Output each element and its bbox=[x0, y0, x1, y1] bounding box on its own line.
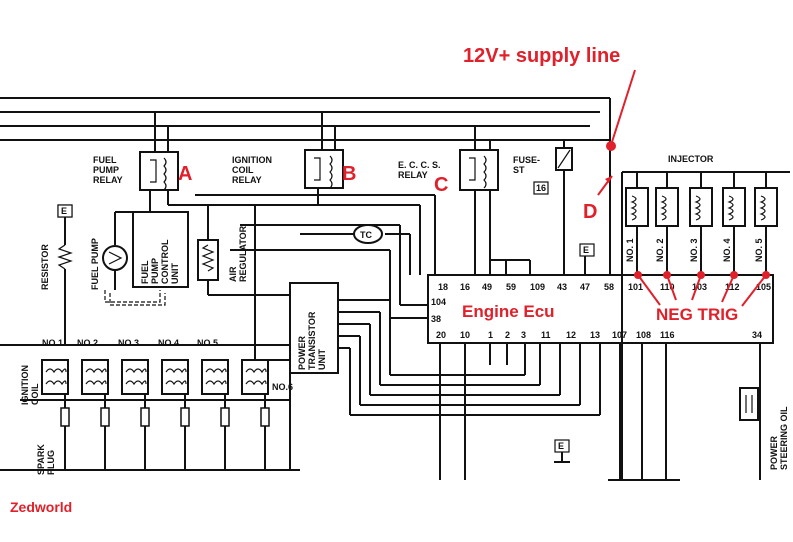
air-regulator-label-2: REGULATOR bbox=[238, 225, 248, 282]
ecu-pin-top-109: 109 bbox=[530, 282, 545, 292]
ignition-coil-relay-label-1: IGNITION bbox=[232, 155, 272, 165]
ecu-label: Engine Ecu bbox=[462, 302, 555, 321]
red-annotations: 12V+ supply line D NEG TRIG bbox=[463, 45, 770, 324]
air-regulator: AIR REGULATOR bbox=[197, 205, 290, 296]
ecu-pin-bottom-1: 1 bbox=[488, 330, 493, 340]
fuel-pump-relay: FUEL PUMP RELAY A bbox=[93, 112, 192, 215]
ecu-pin-top-47: 47 bbox=[580, 282, 590, 292]
coil-label-no4: NO.4 bbox=[158, 338, 179, 348]
ecu-pin-top-101: 101 bbox=[628, 282, 643, 292]
fpcu-label-1: FUEL bbox=[140, 260, 150, 284]
injector-no5: NO. 5 bbox=[754, 238, 764, 262]
ground-marker-2: E bbox=[583, 245, 589, 255]
fpcu-label-4: UNIT bbox=[170, 263, 180, 284]
injector-no4: NO. 4 bbox=[722, 238, 732, 262]
power-steering-label-1: POWER bbox=[769, 435, 779, 470]
coil-label-no2: NO.2 bbox=[77, 338, 98, 348]
fpcu-label-3: CONTROL bbox=[160, 239, 170, 284]
injector-label: INJECTOR bbox=[668, 154, 714, 164]
fuel-pump-relay-label-1: FUEL bbox=[93, 155, 117, 165]
power-transistor-label-3: UNIT bbox=[317, 349, 327, 370]
coil-label-no6: NO.6 bbox=[272, 382, 293, 392]
fuse-number: 16 bbox=[536, 183, 546, 193]
ignition-coil-relay: IGNITION COIL RELAY B bbox=[232, 112, 356, 205]
fuel-pump-relay-label-3: RELAY bbox=[93, 175, 123, 185]
air-regulator-label-1: AIR bbox=[228, 266, 238, 282]
tc-component: TC bbox=[353, 224, 383, 244]
coil-label-no5: NO.5 bbox=[197, 338, 218, 348]
ecu-pin-bottom-11: 11 bbox=[541, 330, 551, 340]
eccs-relay-label-2: RELAY bbox=[398, 170, 428, 180]
ecu-pin-top-110: 110 bbox=[660, 282, 675, 292]
ecu-pin-top-16: 16 bbox=[460, 282, 470, 292]
ecu-pin-bottom-13: 13 bbox=[590, 330, 600, 340]
ecu-pin-bottom-108: 108 bbox=[636, 330, 651, 340]
injector-bank: INJECTOR NO. 1 NO. 2 NO. 3 NO. 4 NO. 5 bbox=[621, 154, 790, 480]
bus-lines bbox=[0, 97, 611, 290]
ecu-pin-bottom-20: 20 bbox=[436, 330, 446, 340]
ecu-pin-top-49: 49 bbox=[482, 282, 492, 292]
ecu-pin-bottom-116: 116 bbox=[660, 330, 675, 340]
ignition-coil-relay-label-3: RELAY bbox=[232, 175, 262, 185]
zedworld-watermark: Zedworld bbox=[10, 499, 72, 515]
engine-ecu: Engine Ecu 18 16 49 59 109 43 47 58 101 … bbox=[427, 274, 774, 344]
supply-line-label: 12V+ supply line bbox=[463, 45, 620, 67]
ecu-pin-top-103: 103 bbox=[692, 282, 707, 292]
fuel-pump-control-unit: FUEL PUMP CONTROL UNIT bbox=[132, 211, 189, 288]
neg-trig-label: NEG TRIG bbox=[656, 305, 738, 324]
ecu-pin-left-104: 104 bbox=[431, 297, 446, 307]
label-b: B bbox=[342, 163, 356, 185]
eccs-relay: E. C. C. S. RELAY C bbox=[398, 126, 499, 275]
spark-plug-label-2: PLUG bbox=[46, 450, 56, 475]
fuse-label-1: FUSE- bbox=[513, 155, 540, 165]
fuel-pump-label: FUEL PUMP bbox=[90, 238, 100, 290]
label-d: D bbox=[583, 201, 597, 223]
ecu-pin-bottom-3: 3 bbox=[521, 330, 526, 340]
ecu-pin-bottom-34: 34 bbox=[752, 330, 762, 340]
ignition-coil-label-1: IGNITION bbox=[20, 365, 30, 405]
ecu-pin-left-38: 38 bbox=[431, 314, 441, 324]
eccs-relay-label-1: E. C. C. S. bbox=[398, 160, 441, 170]
ecu-pin-bottom-10: 10 bbox=[460, 330, 470, 340]
power-transistor-label-1: POWER bbox=[297, 335, 307, 370]
power-transistor-unit: POWER TRANSISTOR UNIT bbox=[289, 282, 390, 374]
injector-no1: NO. 1 bbox=[625, 238, 635, 262]
ecu-pin-top-18: 18 bbox=[438, 282, 448, 292]
spark-plugs: SPARK PLUG bbox=[0, 394, 300, 475]
injector-no3: NO. 3 bbox=[689, 238, 699, 262]
ecu-pin-bottom-12: 12 bbox=[566, 330, 576, 340]
ecu-top-wires bbox=[490, 255, 586, 275]
resistor: RESISTOR bbox=[40, 204, 73, 345]
resistor-label: RESISTOR bbox=[40, 244, 50, 290]
ecu-pin-bottom-2: 2 bbox=[505, 330, 510, 340]
label-c: C bbox=[434, 174, 448, 196]
coil-label-no1: NO.1 bbox=[42, 338, 63, 348]
fusible-link: FUSE- ST 16 bbox=[513, 140, 573, 275]
coil-label-no3: NO.3 bbox=[118, 338, 139, 348]
ecu-pin-top-58: 58 bbox=[604, 282, 614, 292]
power-transistor-label-2: TRANSISTOR bbox=[307, 311, 317, 370]
ground-marker-1: E bbox=[61, 206, 67, 216]
ecu-pin-top-59: 59 bbox=[506, 282, 516, 292]
ecu-pin-top-105: 105 bbox=[756, 282, 771, 292]
tc-label: TC bbox=[360, 230, 372, 240]
ecu-pin-top-112: 112 bbox=[725, 282, 740, 292]
power-steering-switch: POWER STEERING OIL bbox=[739, 387, 789, 470]
spark-plug-label-1: SPARK bbox=[36, 444, 46, 475]
ground-marker-3: E bbox=[558, 441, 564, 451]
label-a: A bbox=[178, 163, 192, 185]
injector-no2: NO. 2 bbox=[655, 238, 665, 262]
ignition-coil-label-2: COIL bbox=[30, 383, 40, 405]
fuse-label-2: ST bbox=[513, 165, 525, 175]
ecu-pin-top-43: 43 bbox=[557, 282, 567, 292]
fpcu-label-2: PUMP bbox=[150, 258, 160, 284]
harness-lines bbox=[349, 300, 761, 481]
ignition-coil-relay-label-2: COIL bbox=[232, 165, 254, 175]
ecu-pin-bottom-107: 107 bbox=[612, 330, 627, 340]
power-steering-label-2: STEERING OIL bbox=[779, 406, 789, 470]
ground-markers: E E E bbox=[57, 204, 595, 463]
fuel-pump-relay-label-2: PUMP bbox=[93, 165, 119, 175]
